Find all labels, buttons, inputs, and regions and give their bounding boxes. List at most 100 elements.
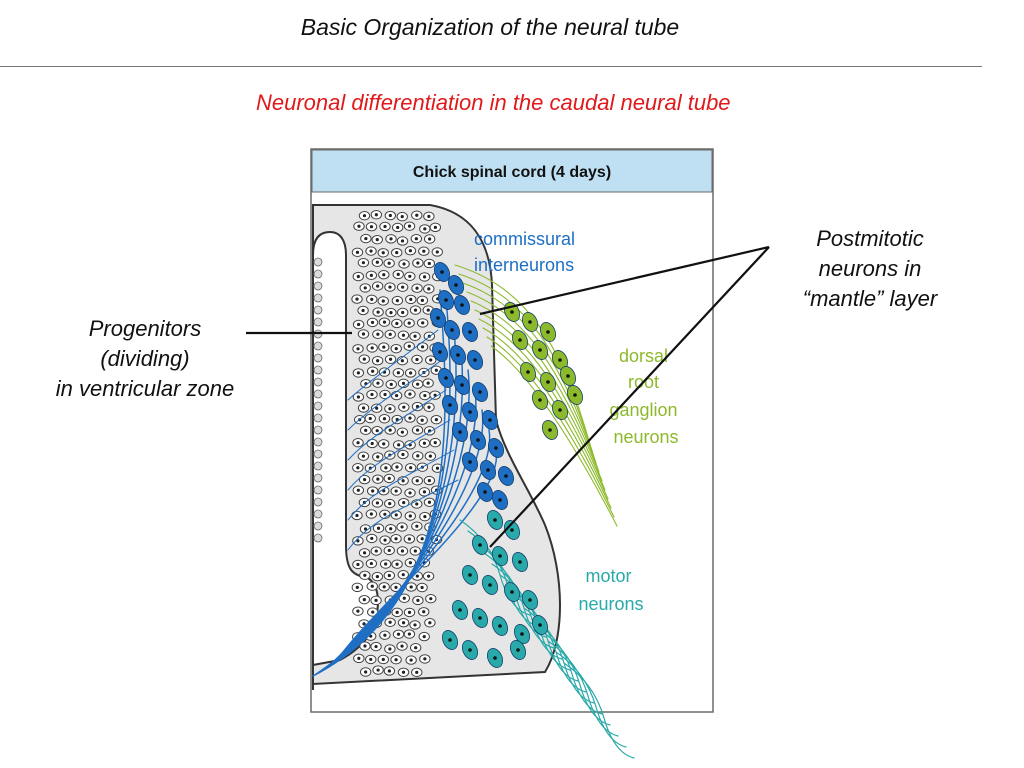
progenitor-nucleus [368,416,372,421]
ventricle-edge-cell [313,281,323,291]
progenitors-callout: Progenitors (dividing) in ventricular zo… [20,314,270,404]
progenitor-nucleus [401,573,405,577]
motor-neuron-nucleus [498,554,502,558]
progenitor-nucleus [422,249,426,253]
figure-header-band [311,149,713,193]
axon-fiber [458,273,594,455]
progenitor-nucleus [422,441,427,445]
commissural-label: commissural interneurons [474,229,580,275]
neuron-cells [429,262,584,668]
ventricle-edge-cell [313,293,323,303]
drg-neuron-nucleus [573,393,577,397]
progenitor-nucleus [397,443,401,447]
progenitor-nucleus [361,406,366,410]
progenitor-nucleus [415,670,419,674]
axon-fiber [555,651,627,748]
ventricle-edge-cell [313,353,323,363]
progenitor-nucleus [369,273,373,277]
commissural-neuron-nucleus [488,418,492,422]
progenitor-nucleus [413,549,417,553]
progenitor-nucleus [356,371,360,375]
progenitor-nucleus [401,670,406,674]
commissural-neuron-nucleus [460,303,464,307]
progenitor-nucleus [402,262,406,266]
progenitor-nucleus [369,561,373,566]
progenitor-nucleus [387,261,391,265]
progenitor-nucleus [413,334,417,338]
progenitor-nucleus [402,501,406,505]
progenitor-nucleus [384,466,388,470]
progenitor-nucleus [355,585,359,589]
progenitor-nucleus [376,381,380,385]
title-divider [0,66,982,67]
commissural-neuron-nucleus [444,298,448,302]
axon-fiber [333,429,491,663]
progenitor-nucleus [395,321,399,326]
motor-neuron-nucleus [488,583,492,587]
progenitor-nucleus [395,393,399,398]
progenitor-nucleus [356,539,360,543]
progenitor-nucleus [375,429,379,433]
ventricle-edge-cell [313,377,323,387]
progenitor-nucleus [407,224,412,228]
progenitor-nucleus [381,299,385,303]
progenitor-nucleus [369,225,374,229]
progenitor-nucleus [361,261,366,265]
progenitor-nucleus [364,236,368,241]
progenitor-nucleus [407,537,411,541]
progenitor-nucleus [427,261,431,266]
progenitor-nucleus [401,479,405,483]
ventricle-edge-cell [313,401,323,411]
progenitor-nucleus [423,657,427,661]
axon-fiber [315,309,451,675]
commissural-neuron-nucleus [468,410,472,414]
motor-neuron-nucleus [518,560,522,564]
progenitor-nucleus [388,501,392,506]
progenitor-nucleus [416,382,420,386]
ventricle-edge-cell [313,437,323,447]
drg-neuron-nucleus [548,428,552,432]
commissural-neuron-nucleus [478,390,482,394]
progenitor-nucleus [370,584,374,588]
commissural-neuron-nucleus [504,474,508,478]
axon-fiber [478,318,609,500]
progenitor-nucleus [362,598,366,602]
ventricle-edge-cell [313,389,323,399]
progenitor-nucleus [356,609,360,613]
progenitor-nucleus [382,320,387,324]
progenitor-nucleus [395,465,399,469]
progenitors-callout-line: (dividing) [100,346,190,371]
progenitor-nucleus [414,237,418,241]
progenitor-nucleus [407,632,412,636]
progenitor-nucleus [382,417,387,421]
progenitor-nucleus [415,479,419,483]
progenitor-nucleus [400,549,405,553]
progenitor-nucleus [421,321,425,325]
progenitor-nucleus [362,477,367,482]
progenitor-nucleus [362,622,366,626]
commissural-neuron-nucleus [444,376,448,380]
progenitor-nucleus [389,382,393,386]
progenitor-nucleus [415,502,419,506]
axon-fiber [327,389,477,667]
drg-neuron-nucleus [538,398,542,402]
motor-neuron-nucleus [516,648,520,652]
motor-neuron-nucleus [478,616,482,620]
progenitor-nucleus [427,287,431,291]
progenitor-nucleus [427,500,432,504]
progenitor-nucleus [423,515,427,519]
progenitor-nucleus [420,585,424,590]
drg-neuron-nucleus [546,380,550,384]
progenitor-nucleus [387,548,391,553]
progenitor-nucleus [355,513,359,518]
progenitor-nucleus [383,224,387,229]
ventricle-edge-cell [313,305,323,315]
progenitor-nucleus [413,623,417,627]
ventricle-edge-cell [313,257,323,267]
axon-fiber [539,629,611,726]
progenitor-nucleus [376,310,380,314]
commissural-neuron-nucleus [494,446,498,450]
progenitor-nucleus [395,562,399,566]
progenitor-nucleus [389,311,393,315]
